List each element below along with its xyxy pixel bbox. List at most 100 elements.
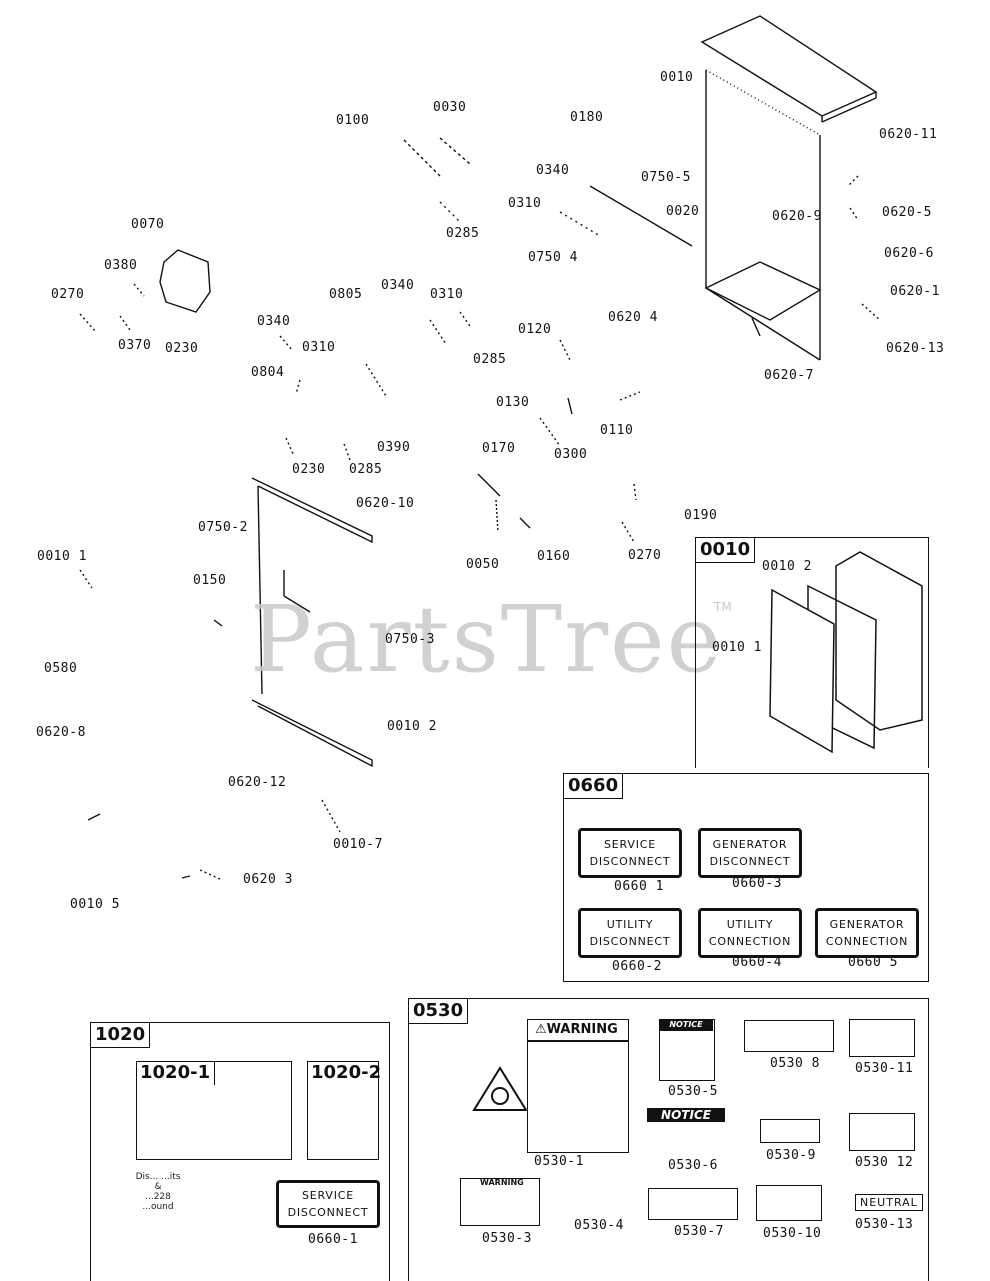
decal-d0660_1: SERVICE DISCONNECT xyxy=(578,828,682,878)
part-label-p0340c: 0340 xyxy=(257,314,291,329)
part-label-p0390: 0390 xyxy=(377,440,411,455)
part-label-l0530_9: 0530-9 xyxy=(766,1148,816,1163)
part-label-p0750_2: 0750-2 xyxy=(198,520,248,535)
part-label-l0530_10: 0530-10 xyxy=(763,1226,822,1241)
inset-title-0530: 0530 xyxy=(408,998,469,1024)
part-label-p0270a: 0270 xyxy=(51,287,85,302)
part-label-p0030: 0030 xyxy=(433,100,467,115)
part-label-p0020: 0020 xyxy=(666,204,700,219)
part-label-p0620_7: 0620-7 xyxy=(764,368,814,383)
part-label-p0580: 0580 xyxy=(44,661,78,676)
part-label-d0660_1: 0660 1 xyxy=(614,879,664,894)
inset-enclosure xyxy=(835,551,923,731)
label-0530-12 xyxy=(849,1113,915,1151)
part-label-p0620_1: 0620-1 xyxy=(890,284,940,299)
sub-title-1020-2: 1020-2 xyxy=(311,1062,382,1083)
part-label-p0620_9: 0620-9 xyxy=(772,209,822,224)
notice-label-0530-5: NOTICE xyxy=(659,1019,713,1031)
sub-box-1020-2 xyxy=(307,1061,379,1160)
part-label-p0310a: 0310 xyxy=(508,196,542,211)
notice-box-0530-5 xyxy=(659,1019,715,1081)
notice-label-0530-6: NOTICE xyxy=(647,1108,725,1122)
inset-box-0010 xyxy=(695,537,929,768)
decal-line: UTILITY xyxy=(726,918,774,931)
part-label-p0120: 0120 xyxy=(518,322,552,337)
part-label-p0180: 0180 xyxy=(570,110,604,125)
part-label-b0010_2: 0010 2 xyxy=(762,559,812,574)
inset-box-1020 xyxy=(90,1022,390,1281)
part-label-p0750_5: 0750-5 xyxy=(641,170,691,185)
part-label-p0010_5: 0010 5 xyxy=(70,897,120,912)
part-label-l0530_4: 0530-4 xyxy=(574,1218,624,1233)
part-label-p0620_4: 0620 4 xyxy=(608,310,658,325)
part-label-p0340a: 0340 xyxy=(536,163,570,178)
decal-line: CONNECTION xyxy=(708,935,792,948)
part-label-p0285c: 0285 xyxy=(349,462,383,477)
part-label-p0340b: 0340 xyxy=(381,278,415,293)
part-label-l0530_6: 0530-6 xyxy=(668,1158,718,1173)
inset-panel-1 xyxy=(769,588,835,754)
part-label-p0170: 0170 xyxy=(482,441,516,456)
part-label-p0620_6: 0620-6 xyxy=(884,246,934,261)
decal-line: DISCONNECT xyxy=(589,935,671,948)
part-label-b0010_1: 0010 1 xyxy=(712,640,762,655)
fine-print-line: ...228 xyxy=(145,1192,171,1202)
part-label-p0310c: 0310 xyxy=(302,340,336,355)
inset-box-0530 xyxy=(408,998,929,1281)
fine-print-label: Dis... ...its & ...228 ...ound xyxy=(128,1172,188,1212)
part-label-p0150: 0150 xyxy=(193,573,227,588)
decal-line: GENERATOR xyxy=(712,838,788,851)
part-label-p0620_10: 0620-10 xyxy=(356,496,415,511)
decal-d0660_4: UTILITY CONNECTION xyxy=(698,908,802,958)
sub-title-1020-1: 1020-1 xyxy=(136,1061,216,1085)
label-0530-11 xyxy=(849,1019,915,1057)
part-label-p0110: 0110 xyxy=(600,423,634,438)
part-label-p0230b: 0230 xyxy=(292,462,326,477)
part-label-p0620_3: 0620 3 xyxy=(243,872,293,887)
part-label-p0050: 0050 xyxy=(466,557,500,572)
part-label-p0620_5: 0620-5 xyxy=(882,205,932,220)
part-label-p0300: 0300 xyxy=(554,447,588,462)
part-label-l0530_11: 0530-11 xyxy=(855,1061,914,1076)
inset-title-1020: 1020 xyxy=(90,1022,151,1048)
part-label-p0750_4: 0750 4 xyxy=(528,250,578,265)
part-label-p0010_2a: 0010 2 xyxy=(387,719,437,734)
part-label-l0530_5: 0530-5 xyxy=(668,1084,718,1099)
inset-box-0660 xyxy=(563,773,929,982)
part-label-0660-1: 0660-1 xyxy=(308,1232,358,1247)
enclosure-lid xyxy=(700,15,878,117)
fine-print-line: ...ound xyxy=(142,1202,174,1212)
part-label-l0530_13: 0530-13 xyxy=(855,1217,914,1232)
decal-line: GENERATOR xyxy=(829,918,905,931)
decal-line: SERVICE xyxy=(604,838,656,851)
label-0530-9 xyxy=(760,1119,820,1143)
decal-line: DISCONNECT xyxy=(589,855,671,868)
hazard-triangle xyxy=(472,1066,528,1111)
door-top-rail xyxy=(251,477,373,544)
part-label-d0660_3: 0660-3 xyxy=(732,876,782,891)
decal-line: CONNECTION xyxy=(825,935,909,948)
part-label-p0370: 0370 xyxy=(118,338,152,353)
part-label-p0310b: 0310 xyxy=(430,287,464,302)
part-label-p0380: 0380 xyxy=(104,258,138,273)
decal-line: DISCONNECT xyxy=(287,1206,369,1219)
part-label-p0270b: 0270 xyxy=(628,548,662,563)
label-0530-8 xyxy=(744,1020,834,1052)
decal-d0660_5: GENERATOR CONNECTION xyxy=(815,908,919,958)
part-label-l0530_8: 0530 8 xyxy=(770,1056,820,1071)
warning-text: WARNING xyxy=(546,1022,618,1037)
part-label-p0285b: 0285 xyxy=(473,352,507,367)
part-label-l0530_12: 0530 12 xyxy=(855,1155,914,1170)
neutral-label: NEUTRAL xyxy=(855,1194,923,1211)
part-label-p0750_3: 0750-3 xyxy=(385,632,435,647)
part-label-p0620_11: 0620-11 xyxy=(879,127,938,142)
part-label-p0010_7: 0010-7 xyxy=(333,837,383,852)
part-label-d0660_4: 0660-4 xyxy=(732,955,782,970)
decal-service-disconnect-0660-1: SERVICE DISCONNECT xyxy=(276,1180,380,1228)
part-label-p0130: 0130 xyxy=(496,395,530,410)
inset-title-0660: 0660 xyxy=(563,773,624,799)
sub-box-1020-1 xyxy=(136,1061,292,1160)
